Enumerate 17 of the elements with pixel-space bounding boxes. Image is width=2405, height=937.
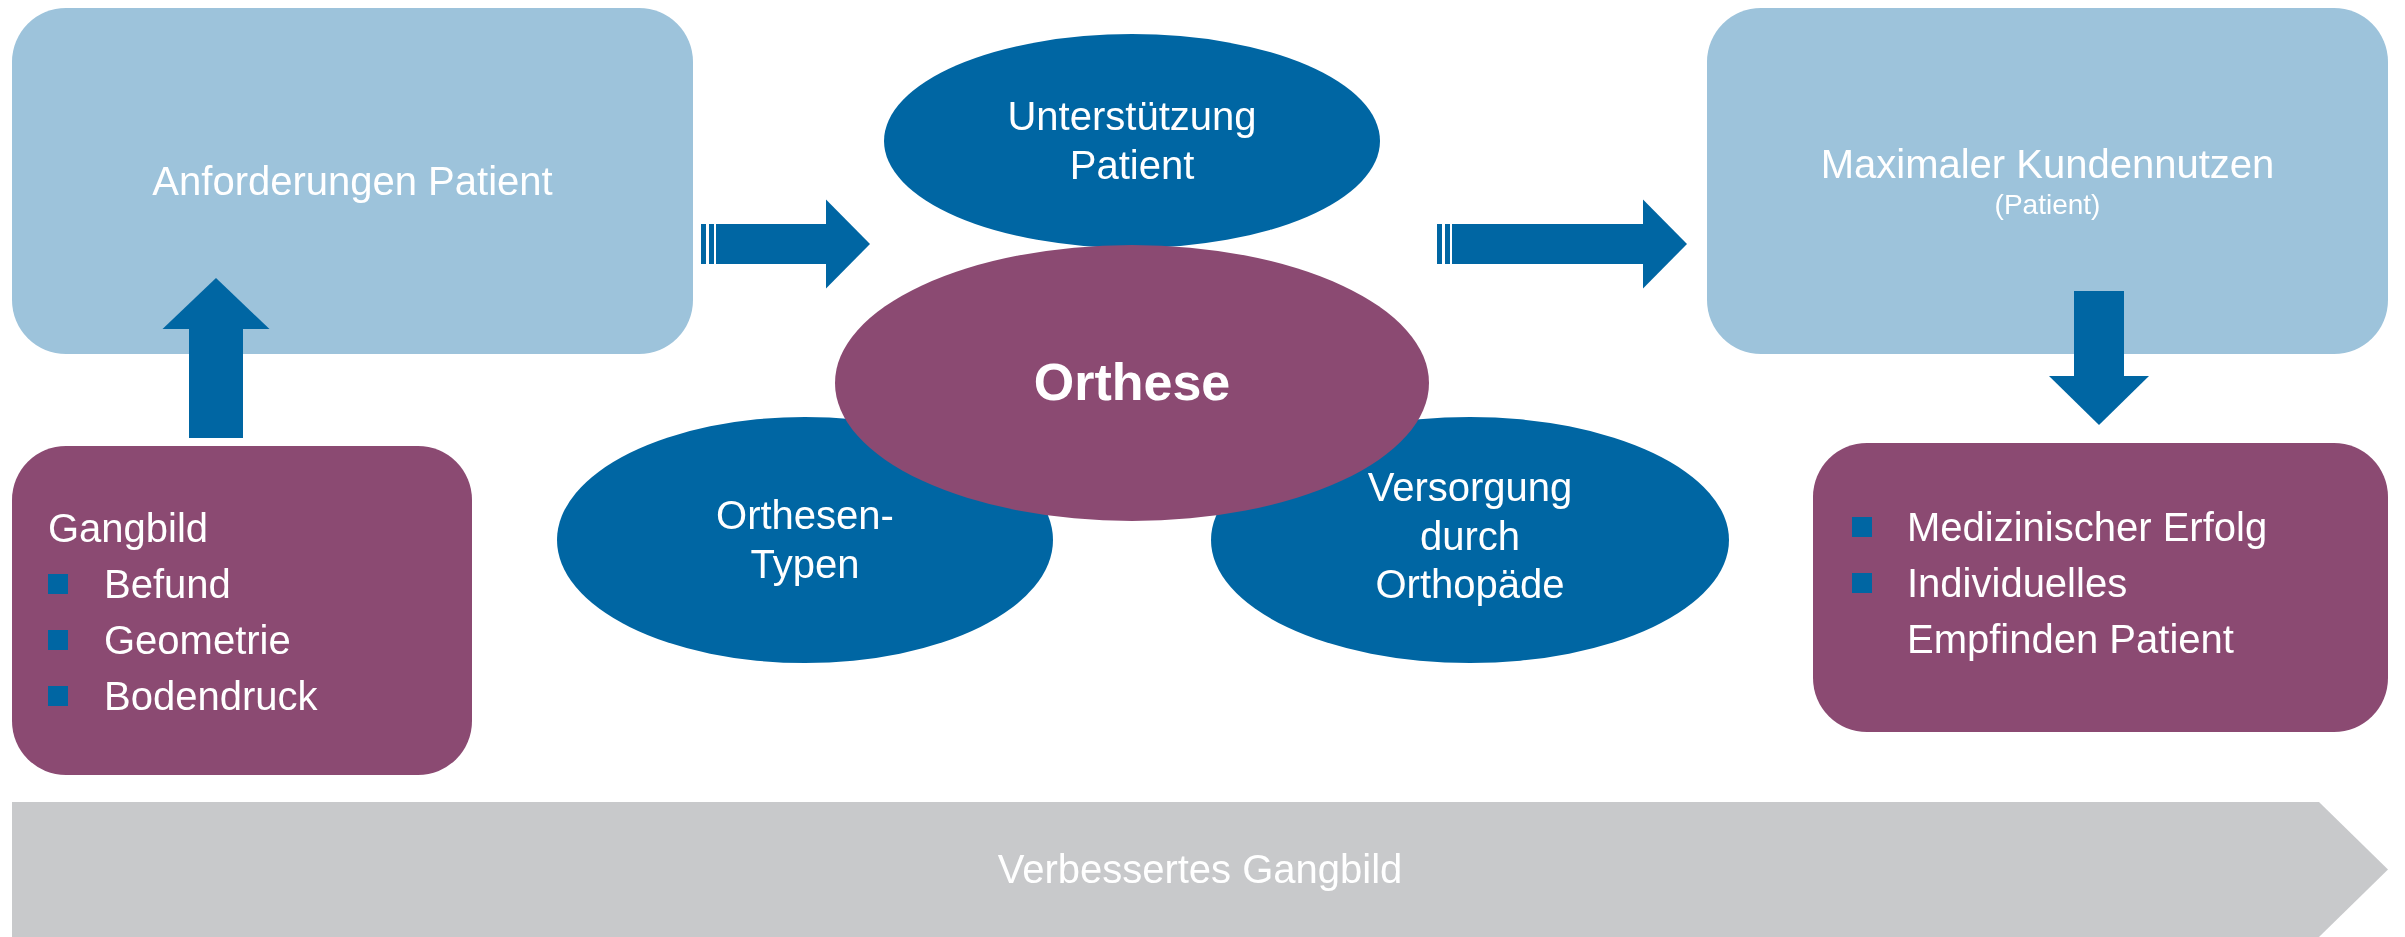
list-item: Geometrie [104, 617, 291, 664]
ellipse-label: Versorgung durch Orthopäde [1366, 463, 1574, 609]
list-item: Medizinischer Erfolg [1907, 504, 2268, 551]
ellipse-label: Unterstützung Patient [1006, 93, 1258, 189]
list-item: Befund [104, 561, 231, 608]
list-item: Individuelles Empfinden Patient [1907, 560, 2235, 663]
ellipse-label: Orthesen- Typen [715, 492, 895, 588]
box-title: (Patient) [1994, 188, 2101, 223]
outcome-box [1813, 443, 2388, 732]
benefit-box [1707, 8, 2388, 354]
box-title: Anforderungen Patient [152, 157, 553, 205]
ellipse-label: Orthese [1033, 352, 1231, 414]
box-heading: Gangbild [48, 505, 209, 552]
requirements-box [12, 8, 693, 354]
list-item: Bodendruck [104, 673, 318, 720]
box-title: Maximaler Kundennutzen [1820, 140, 2275, 188]
gait-box [12, 446, 472, 775]
